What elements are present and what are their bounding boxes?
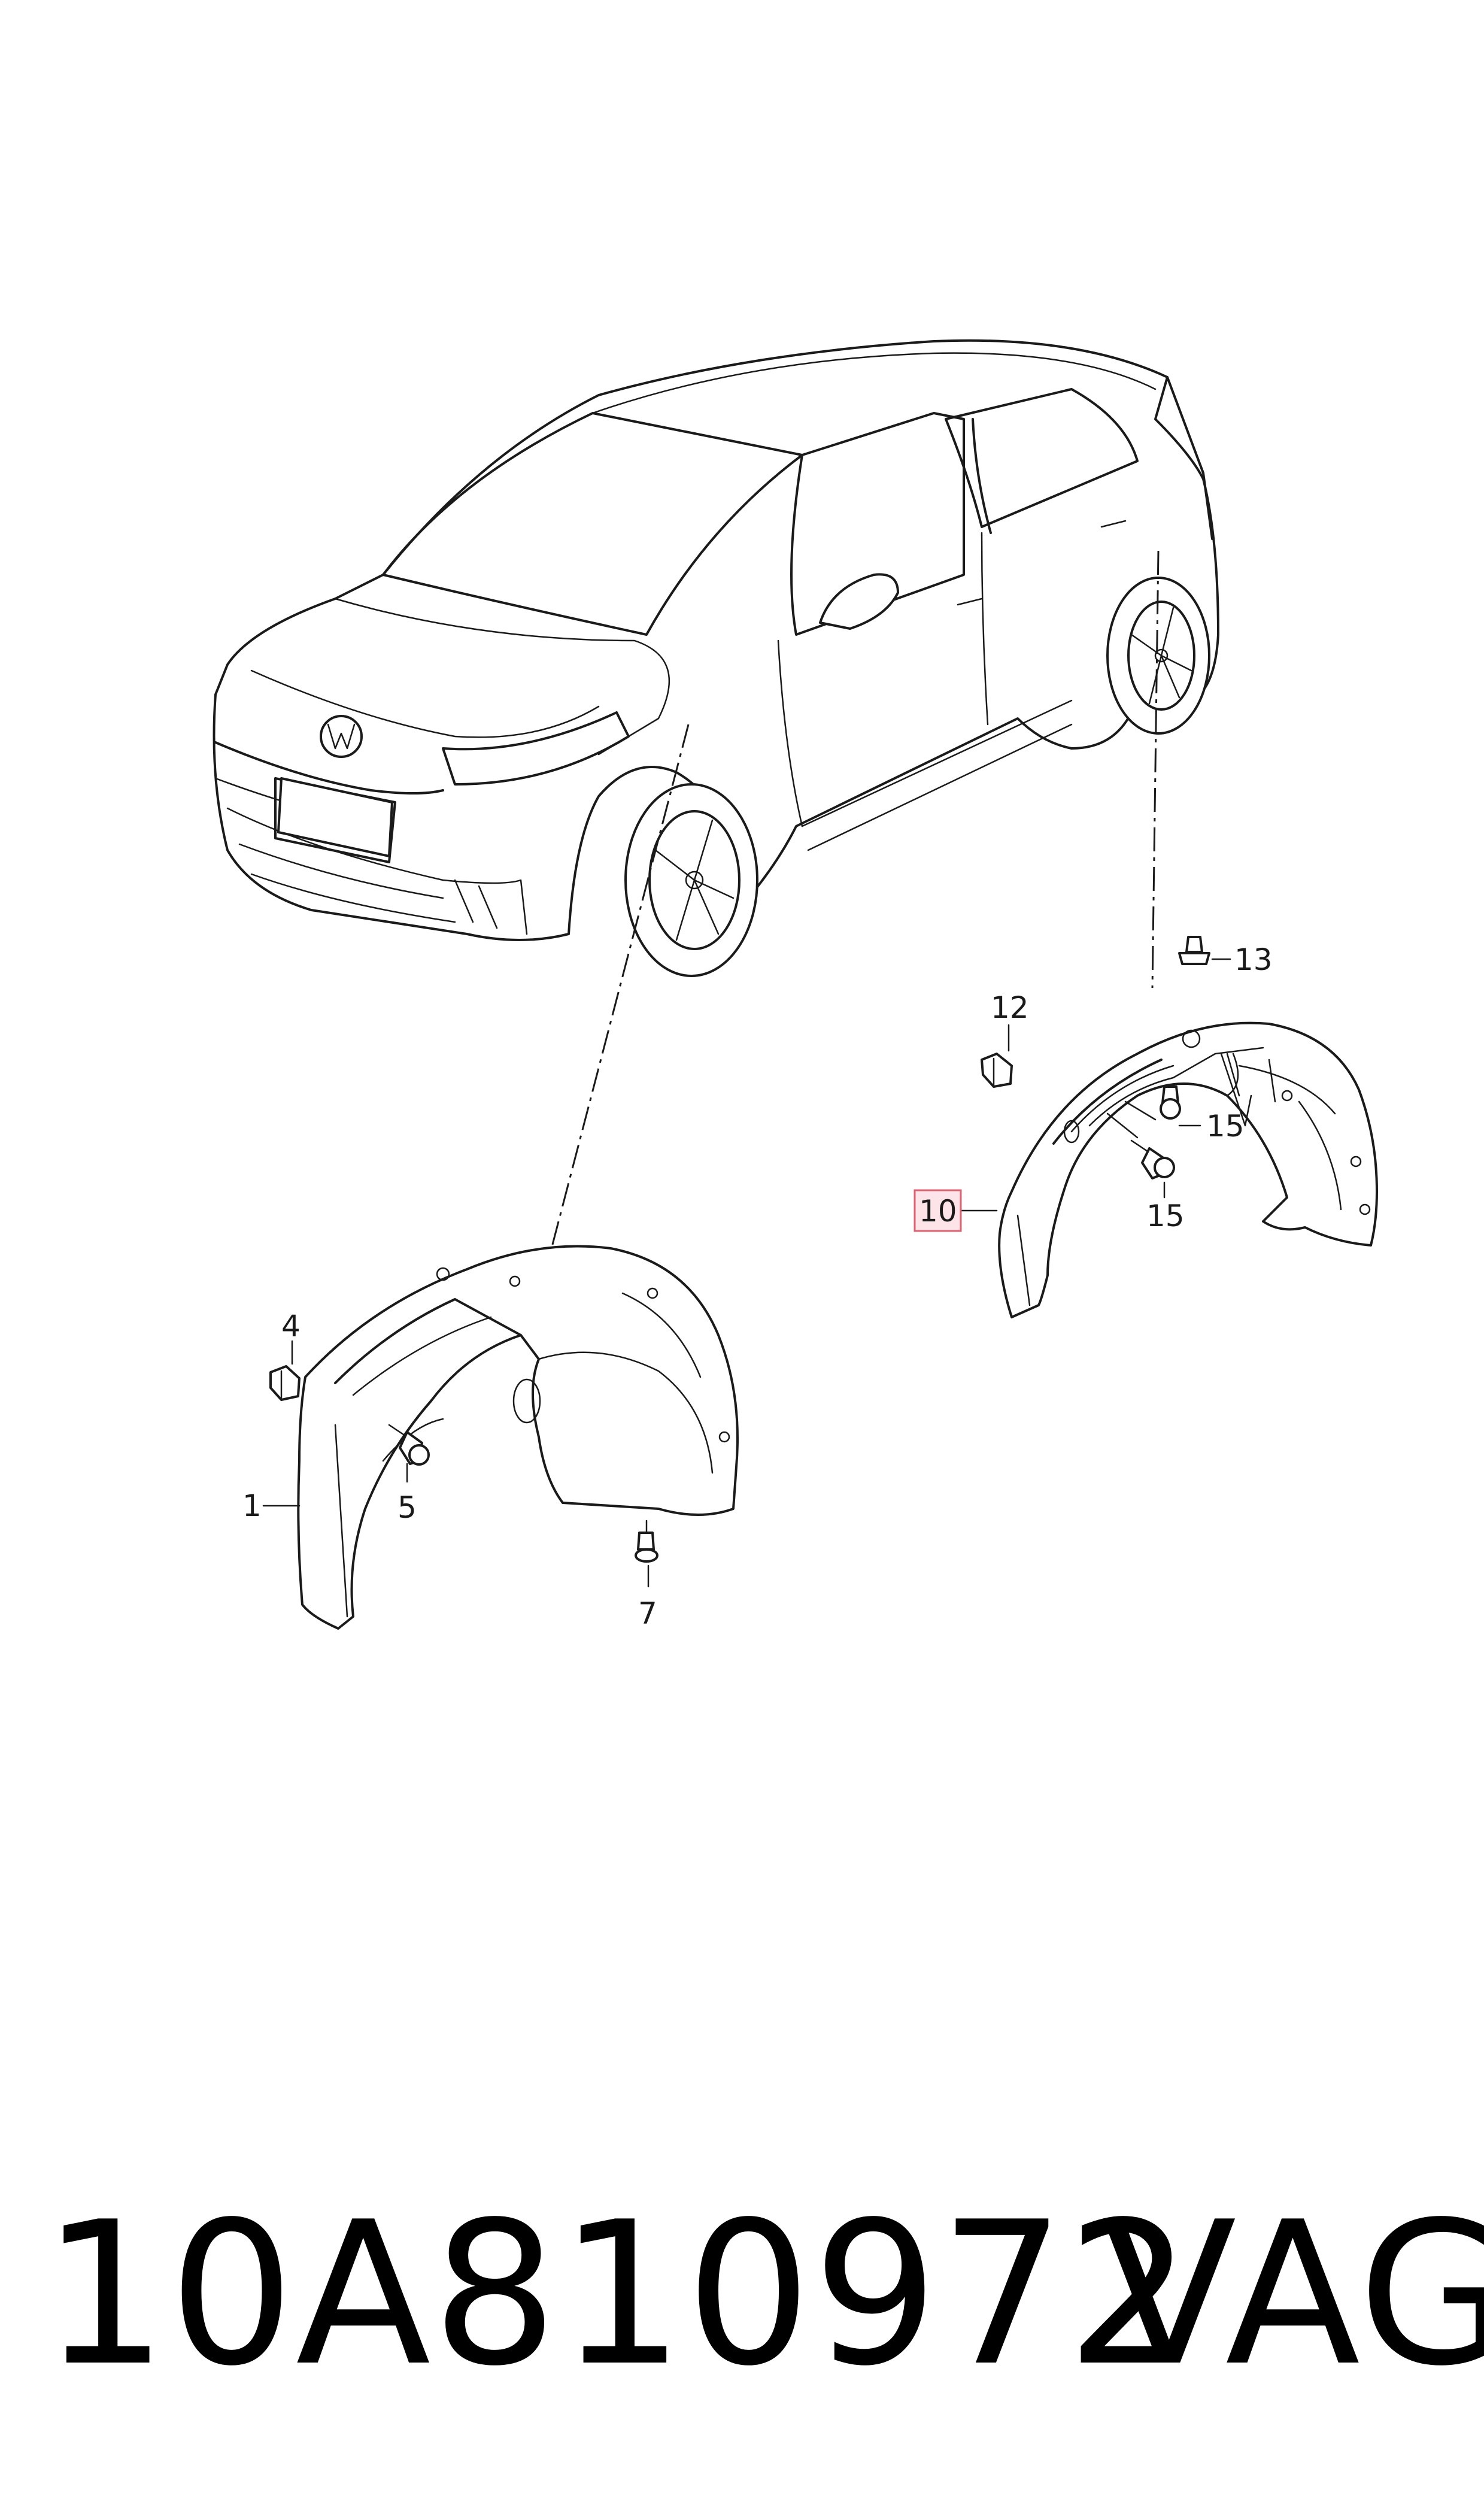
car-illustration (213, 339, 1219, 977)
callout-13: 13 (1234, 942, 1273, 977)
leader-lines (550, 550, 1160, 1252)
callout-4: 4 (281, 1309, 301, 1344)
callout-12: 12 (991, 990, 1029, 1025)
callout-labels: 1 4 5 7 10 12 13 15 15 (242, 942, 1273, 1631)
callout-7: 7 (638, 1596, 657, 1631)
callout-15-upper: 15 (1206, 1109, 1245, 1144)
screw-5-icon (388, 1424, 430, 1466)
callout-leaders (262, 958, 1231, 1588)
part-number: 10A810972 (42, 2179, 1194, 2409)
footer: 10A810972 VAG (0, 2179, 1484, 2419)
brand-label: VAG (1101, 2179, 1484, 2409)
callout-1: 1 (242, 1488, 262, 1523)
screw-15-upper-icon (1160, 1085, 1181, 1120)
clip-12-icon (981, 1053, 1013, 1088)
front-wheel-liner (297, 1245, 739, 1630)
callout-5: 5 (397, 1490, 417, 1525)
screw-15-lower-icon (1130, 1139, 1175, 1179)
bolt-13-icon (1178, 936, 1210, 965)
clip-4-icon (269, 1365, 301, 1401)
callout-10: 10 (919, 1194, 957, 1229)
bolt-7-icon (635, 1520, 658, 1563)
callout-10-highlight (914, 1189, 962, 1232)
callout-15-lower: 15 (1146, 1199, 1185, 1233)
rear-wheel-liner (998, 1021, 1378, 1318)
fasteners (269, 936, 1210, 1563)
